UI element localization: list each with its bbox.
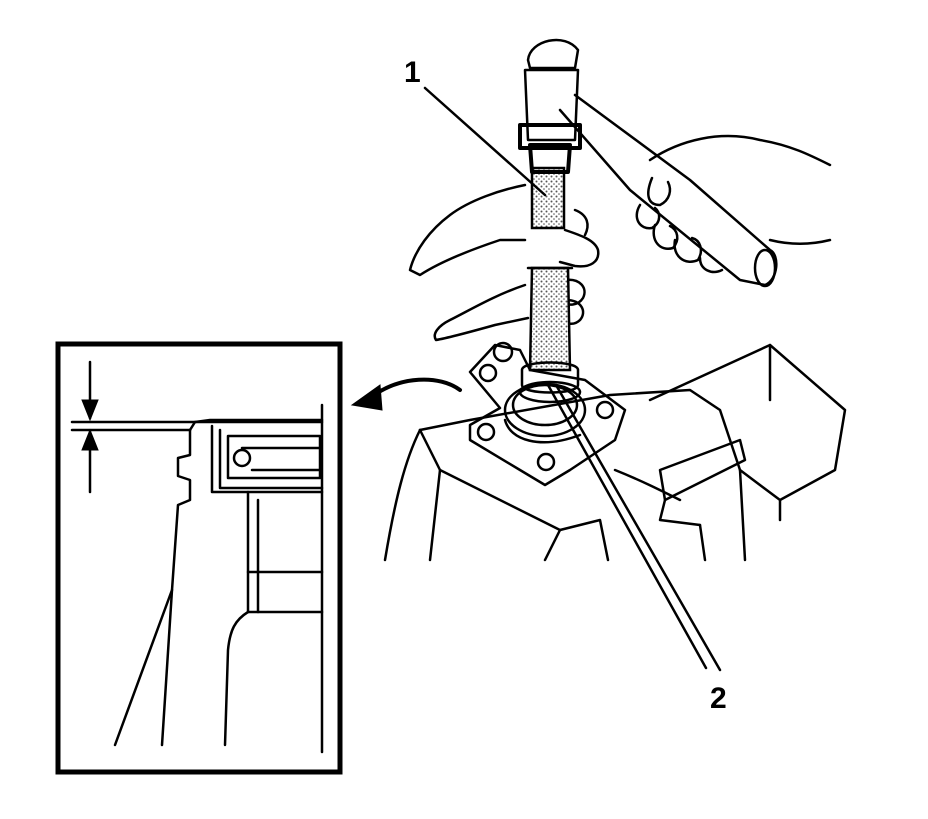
callout-label-1: 1 xyxy=(404,56,421,89)
left-hand xyxy=(408,183,600,342)
transmission-case xyxy=(383,343,847,562)
callout-label-2: 2 xyxy=(710,682,727,715)
extension-housing-flange xyxy=(468,341,627,487)
seal-installer-tool-icon xyxy=(518,143,582,404)
dimension-arrows-icon xyxy=(81,360,99,494)
hammer-icon xyxy=(518,38,778,288)
curved-arrow-icon xyxy=(350,377,462,411)
inset-detail xyxy=(55,341,343,775)
leader-lines xyxy=(423,86,722,672)
right-hand xyxy=(635,134,832,274)
